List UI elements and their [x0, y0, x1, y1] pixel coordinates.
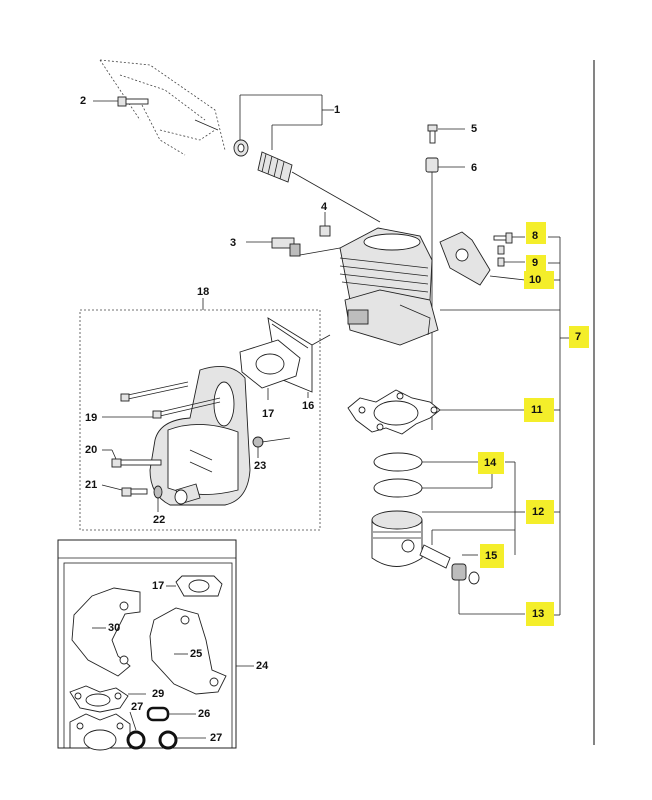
- callout-12: 12: [532, 506, 545, 518]
- callout-4: 4: [321, 201, 328, 213]
- part-20-bolt: [102, 449, 162, 468]
- part-21-screw: [101, 484, 148, 497]
- callout-15: 15: [485, 550, 498, 562]
- kit-gasket-30: [71, 587, 141, 677]
- highlight-12: [526, 500, 554, 524]
- highlight-9: [526, 255, 546, 271]
- callout-13: 13: [532, 608, 545, 620]
- group-18-muffler-box: [79, 298, 321, 531]
- highlight-13: [526, 602, 554, 626]
- callout-5: 5: [471, 123, 478, 135]
- part-12-piston: [371, 510, 515, 567]
- callout-3: 3: [230, 237, 237, 249]
- kit-gasket-lower: [69, 713, 131, 751]
- highlight-10: [524, 271, 554, 289]
- callout-8: 8: [532, 230, 539, 242]
- callout-18: 18: [197, 286, 210, 298]
- part-6-sleeve: [425, 157, 465, 430]
- callout-29: 29: [152, 688, 165, 700]
- highlight-7: [569, 326, 589, 348]
- group-7-bracket-lines: [440, 236, 570, 616]
- part-3-decompression-valve: [246, 237, 341, 257]
- callout-26: 26: [198, 708, 211, 720]
- part-4-fitting: [319, 212, 331, 237]
- callout-9: 9: [532, 257, 539, 269]
- part-19-bolts: [102, 381, 221, 419]
- part-5-screw: [427, 124, 465, 144]
- highlight-8: [526, 222, 546, 244]
- highlight-11: [524, 398, 554, 422]
- callout-17-kit: 17: [152, 580, 165, 592]
- callout-2: 2: [80, 95, 87, 107]
- part-9-screws: [497, 245, 525, 267]
- part-muffler-body: [149, 365, 251, 506]
- callout-23: 23: [254, 460, 267, 472]
- part-1-intake-boot: [233, 94, 381, 223]
- part-8-screw: [493, 232, 525, 244]
- callout-27-bottom: 27: [210, 732, 223, 744]
- callout-30: 30: [108, 622, 121, 634]
- callout-25: 25: [190, 648, 203, 660]
- part-10-bracket: [439, 231, 526, 286]
- part-14-piston-rings: [373, 452, 525, 555]
- callout-22: 22: [153, 514, 166, 526]
- kit-gasket-17: [166, 575, 223, 597]
- part-22-washer: [153, 485, 163, 512]
- callout-14: 14: [484, 457, 497, 469]
- kit-oring-26: [146, 706, 196, 722]
- callout-20: 20: [85, 444, 98, 456]
- callout-16: 16: [302, 400, 315, 412]
- highlight-15: [480, 544, 504, 568]
- callout-27-top: 27: [131, 701, 144, 713]
- callout-11: 11: [531, 404, 543, 416]
- callout-6: 6: [471, 162, 478, 174]
- callout-21: 21: [85, 479, 98, 491]
- part-17-muffler-gasket: [239, 339, 301, 400]
- callout-1: 1: [334, 104, 341, 116]
- callout-7: 7: [575, 331, 582, 343]
- callout-24: 24: [256, 660, 269, 672]
- callout-19: 19: [85, 412, 98, 424]
- part-23-washer-stud: [252, 436, 291, 458]
- kit-gasket-25: [149, 607, 227, 695]
- cylinder-assembly: [339, 227, 439, 346]
- callout-10: 10: [529, 274, 542, 286]
- crankcase-outline: [99, 59, 226, 156]
- highlight-14: [478, 452, 504, 474]
- part-13-needle-bearing: [451, 563, 525, 615]
- callout-17: 17: [262, 408, 275, 420]
- part-2-screw: [93, 96, 149, 107]
- group-24-gasket-kit: [57, 539, 254, 749]
- part-15-piston-pin: [419, 529, 515, 569]
- kit-gasket-29: [69, 685, 146, 713]
- kit-seals-27: [126, 711, 206, 750]
- part-11-cylinder-gasket: [347, 389, 525, 435]
